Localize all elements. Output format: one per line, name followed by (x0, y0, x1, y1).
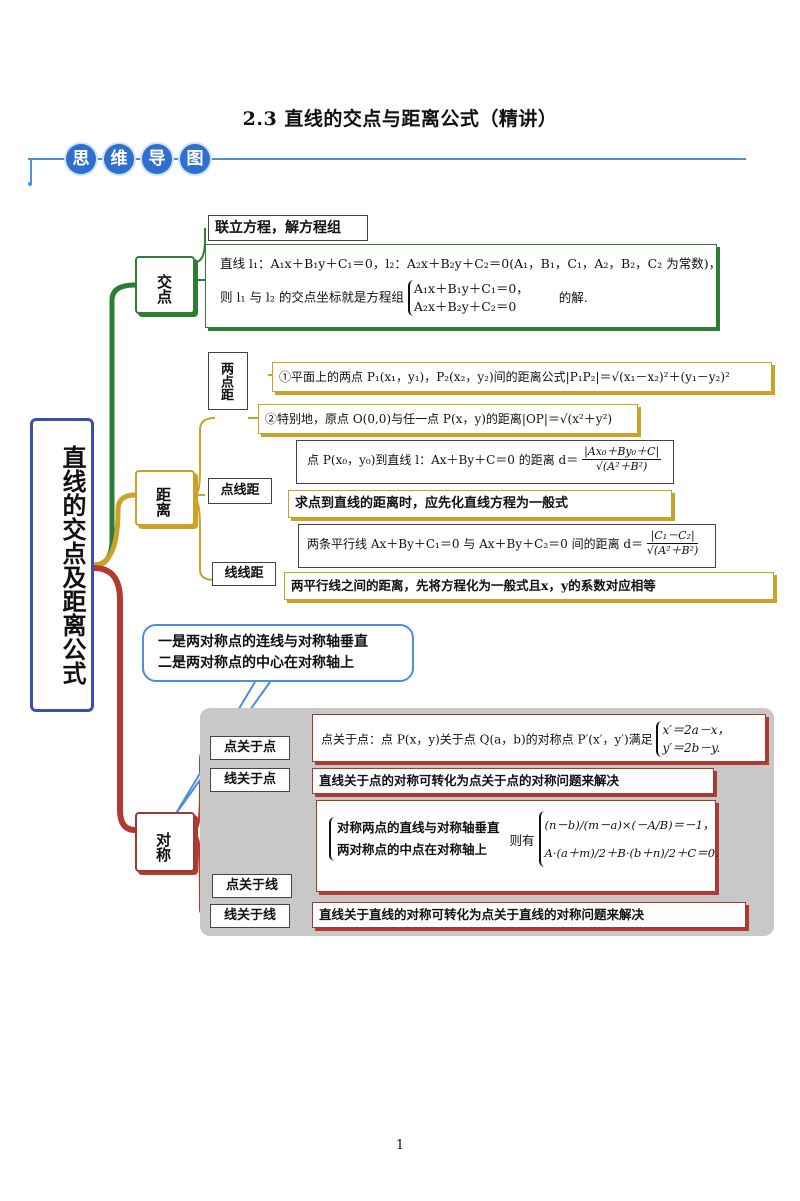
jiaodian-method-box: 联立方程，解方程组 (208, 215, 368, 241)
dian-xian-then: 则有 (509, 832, 535, 848)
xianxian-formula-box: 两条平行线 Ax＋By＋C₁＝0 与 Ax＋By＋C₂＝0 间的距离 d＝ |C… (298, 524, 716, 568)
root-node: 直线的交点及距离公式 (30, 418, 94, 712)
dian-dian-system: x′＝2a－x， y′＝2b－y. (656, 721, 730, 757)
dianxian-label: 点线距 (208, 478, 272, 504)
xianxian-label: 线线距 (212, 562, 276, 586)
dianxian-formula-box: 点 P(x₀，y₀)到直线 l：Ax＋By＋C＝0 的距离 d＝ |Ax₀＋By… (296, 440, 674, 484)
dianxian-num: |Ax₀＋By₀＋C| (582, 445, 662, 460)
dian-dian-text: 点关于点：点 P(x，y)关于点 Q(a，b)的对称点 P′(x′，y′)满足 (321, 732, 653, 747)
dianxian-note-box: 求点到直线的距离时，应先化直线方程为一般式 (288, 490, 672, 518)
ribbon-badge-wei: 维 (104, 144, 134, 174)
xian-xian-box: 直线关于直线的对称可转化为点关于直线的对称问题来解决 (312, 902, 746, 928)
jiaodian-desc-line1: 直线 l₁：A₁x＋B₁y＋C₁＝0，l₂：A₂x＋B₂y＋C₂＝0(A₁，B₁… (220, 256, 722, 271)
xian-dian-label: 线关于点 (210, 768, 290, 792)
dian-xian-box: 对称两点的直线与对称轴垂直 两对称点的中点在对称轴上 则有 (n－b)/(m－a… (316, 800, 719, 892)
xianxian-note-box: 两平行线之间的距离，先将方程化为一般式且x，y的系数对应相等 (284, 572, 774, 600)
dian-xian-eq1: (n－b)/(m－a)×(－A/B)＝－1， (544, 818, 715, 832)
callout-line2: 二是两对称点的中心在对称轴上 (158, 655, 354, 671)
symmetry-callout: 一是两对称点的连线与对称轴垂直 二是两对称点的中心在对称轴上 (142, 624, 414, 682)
liangdian-formula2-box: ②特别地，原点 O(0,0)与任一点 P(x，y)的距离|OP|＝√(x²＋y²… (258, 404, 638, 434)
liangdian-formula1-box: ①平面上的两点 P₁(x₁，y₁)，P₂(x₂，y₂)间的距离公式|P₁P₂|＝… (272, 362, 772, 392)
xianxian-num: |C₁－C₂| (646, 529, 699, 544)
jiaodian-sys2: A₂x＋B₂y＋C₂＝0 (413, 299, 517, 314)
ribbon-badge-dao: 导 (142, 144, 172, 174)
ribbon-stub (28, 158, 32, 186)
dian-xian-label: 点关于线 (212, 874, 292, 898)
dianxian-den: √(A²＋B²) (595, 460, 648, 473)
xian-xian-label: 线关于线 (210, 904, 290, 928)
callout-line1: 一是两对称点的连线与对称轴垂直 (158, 634, 368, 650)
dian-dian-sys2: y′＝2b－y. (662, 741, 721, 755)
jiaodian-desc-line2: 则 l₁ 与 l₂ 的交点坐标就是方程组 A₁x＋B₁y＋C₁＝0， A₂x＋B… (220, 280, 702, 316)
branch-juli: 距离 (135, 470, 195, 526)
dianxian-formula-pre: 点 P(x₀，y₀)到直线 l：Ax＋By＋C＝0 的距离 d＝ (307, 453, 579, 467)
xianxian-fraction: |C₁－C₂| √(A²＋B²) (646, 529, 699, 558)
root-label: 直线的交点及距离公式 (58, 445, 87, 685)
dian-xian-cond2: 两对称点的中点在对称轴上 (337, 842, 488, 857)
dianxian-fraction: |Ax₀＋By₀＋C| √(A²＋B²) (582, 445, 662, 474)
dian-xian-eq2: A·(a＋m)/2＋B·(b＋n)/2＋C＝0. (544, 846, 719, 860)
dian-dian-box: 点关于点：点 P(x，y)关于点 Q(a，b)的对称点 P′(x′，y′)满足 … (312, 714, 766, 762)
page-title: 2.3 直线的交点与距离公式（精讲） (242, 108, 558, 130)
branch-duicheng: 对称 (135, 812, 195, 872)
dian-dian-label: 点关于点 (210, 736, 290, 760)
ribbon-line (28, 158, 746, 160)
xian-dian-box: 直线关于点的对称可转化为点关于点的对称问题来解决 (312, 768, 714, 794)
page-number: 1 (395, 1138, 405, 1153)
ribbon-badge-si: 思 (66, 144, 96, 174)
branch-jiaodian: 交点 (135, 256, 195, 314)
jiaodian-desc-pre: 则 l₁ 与 l₂ 的交点坐标就是方程组 (220, 289, 404, 305)
liangdian-label: 两点距 (208, 352, 248, 410)
xianxian-den: √(A²＋B²) (646, 544, 699, 557)
dian-xian-cond1: 对称两点的直线与对称轴垂直 (337, 820, 500, 835)
jiaodian-desc-post: 的解. (558, 289, 588, 305)
dian-dian-sys1: x′＝2a－x， (662, 723, 730, 737)
jiaodian-system: A₁x＋B₁y＋C₁＝0， A₂x＋B₂y＋C₂＝0 (407, 280, 529, 316)
xianxian-formula-pre: 两条平行线 Ax＋By＋C₁＝0 与 Ax＋By＋C₂＝0 间的距离 d＝ (307, 537, 644, 551)
jiaodian-sys1: A₁x＋B₁y＋C₁＝0， (413, 281, 529, 296)
dian-xian-equations: (n－b)/(m－a)×(－A/B)＝－1， A·(a＋m)/2＋B·(b＋n)… (538, 811, 719, 867)
jiaodian-desc-box: 直线 l₁：A₁x＋B₁y＋C₁＝0，l₂：A₂x＋B₂y＋C₂＝0(A₁，B₁… (205, 244, 722, 328)
dian-xian-conditions: 对称两点的直线与对称轴垂直 两对称点的中点在对称轴上 (329, 817, 500, 861)
ribbon-badge-tu: 图 (180, 144, 210, 174)
